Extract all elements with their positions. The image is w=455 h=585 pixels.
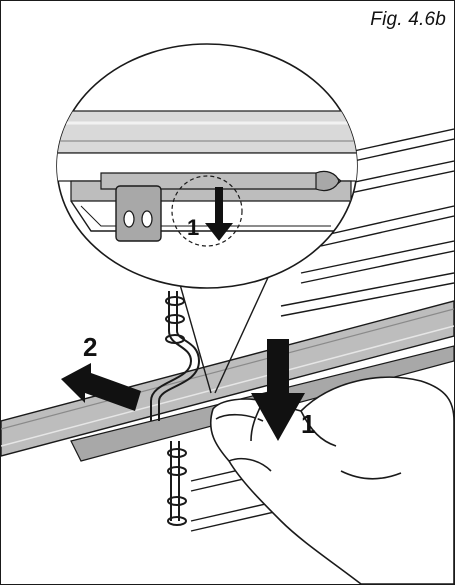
step-2-number: 2	[83, 332, 97, 362]
figure-label: Fig. 4.6b	[370, 9, 446, 30]
detail-arrow-down	[205, 187, 233, 241]
step-1-number: 1	[301, 409, 315, 439]
zoom-detail: 1	[56, 43, 358, 289]
hand	[209, 376, 454, 584]
detail-dashed-circle	[171, 175, 243, 247]
zoom-connector	[178, 270, 272, 394]
detail-step-number: 1	[187, 215, 199, 240]
rack-side-wire	[150, 291, 201, 526]
press-arrow	[251, 339, 305, 441]
pull-arrow	[61, 363, 141, 411]
